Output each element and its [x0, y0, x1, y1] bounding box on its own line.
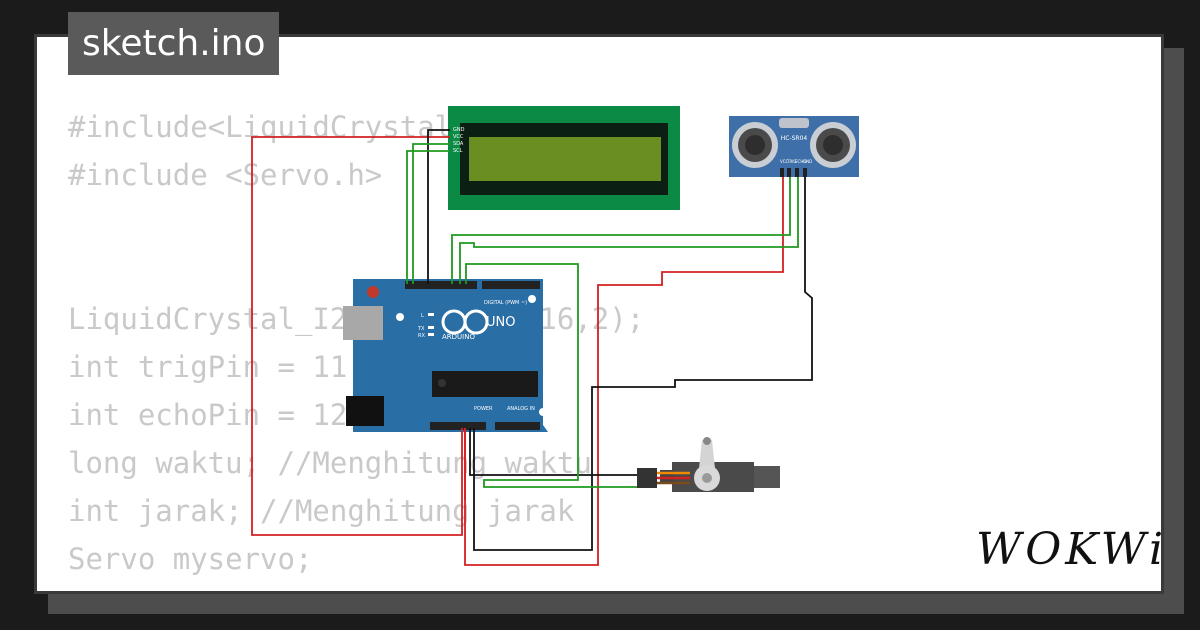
- tx-label: TX: [417, 326, 425, 332]
- power-label: POWER: [474, 406, 493, 412]
- wire-green-scl: [406, 150, 450, 284]
- l-led-label: L: [421, 313, 424, 319]
- digital-label: DIGITAL (PWM ~): [484, 300, 527, 306]
- wire-black-lcd-gnd: [427, 129, 450, 284]
- wokwi-logo: WOKWi: [976, 524, 1168, 575]
- lcd-pin-scl: SCL: [453, 148, 463, 154]
- rx-label: RX: [418, 333, 425, 339]
- wire-green-servo-signal: [465, 263, 637, 488]
- wire-black-servo-gnd: [469, 428, 637, 476]
- wire-green-trig: [451, 177, 791, 284]
- wire-green-echo: [459, 177, 799, 284]
- wire-green-sda: [412, 143, 450, 284]
- code-line: int jarak; //Menghitung jarak: [68, 494, 575, 528]
- code-line: Servo myservo;: [68, 542, 313, 576]
- arduino-model-label: UNO: [486, 315, 515, 330]
- sensor-pin-labels: VCC TRIG ECHO GND: [780, 159, 812, 164]
- arduino-uno-board[interactable]: UNO ARDUINO DIGITAL (PWM ~) ANALOG IN PO…: [343, 279, 548, 432]
- lcd-pin-vcc: VCC: [453, 134, 464, 140]
- wire-red-sensor-vcc: [464, 177, 784, 566]
- wire-red-lcd-vcc: [251, 136, 463, 536]
- sensor-pin-vcc: VCC: [780, 159, 789, 164]
- lcd-pin-gnd: GND: [453, 127, 465, 133]
- sensor-pin-echo: ECHO: [795, 159, 806, 164]
- lcd-pin-sda: SDA: [453, 141, 464, 147]
- wires: [251, 129, 813, 566]
- ultrasonic-sensor[interactable]: HC-SR04 VCC TRIG ECHO GND: [729, 116, 859, 177]
- sensor-pin-trig: TRIG: [786, 159, 797, 164]
- sensor-label: HC-SR04: [781, 135, 808, 142]
- analog-label: ANALOG IN: [507, 406, 535, 412]
- sensor-pin-gnd: GND: [803, 159, 812, 164]
- wire-black-sensor-gnd: [473, 177, 813, 551]
- lcd-display[interactable]: GND VCC SDA SCL: [448, 106, 680, 210]
- file-tab[interactable]: sketch.ino: [68, 12, 280, 75]
- lcd-pin-labels: GND VCC SDA SCL: [453, 127, 465, 154]
- arduino-brand-label: ARDUINO: [442, 333, 475, 341]
